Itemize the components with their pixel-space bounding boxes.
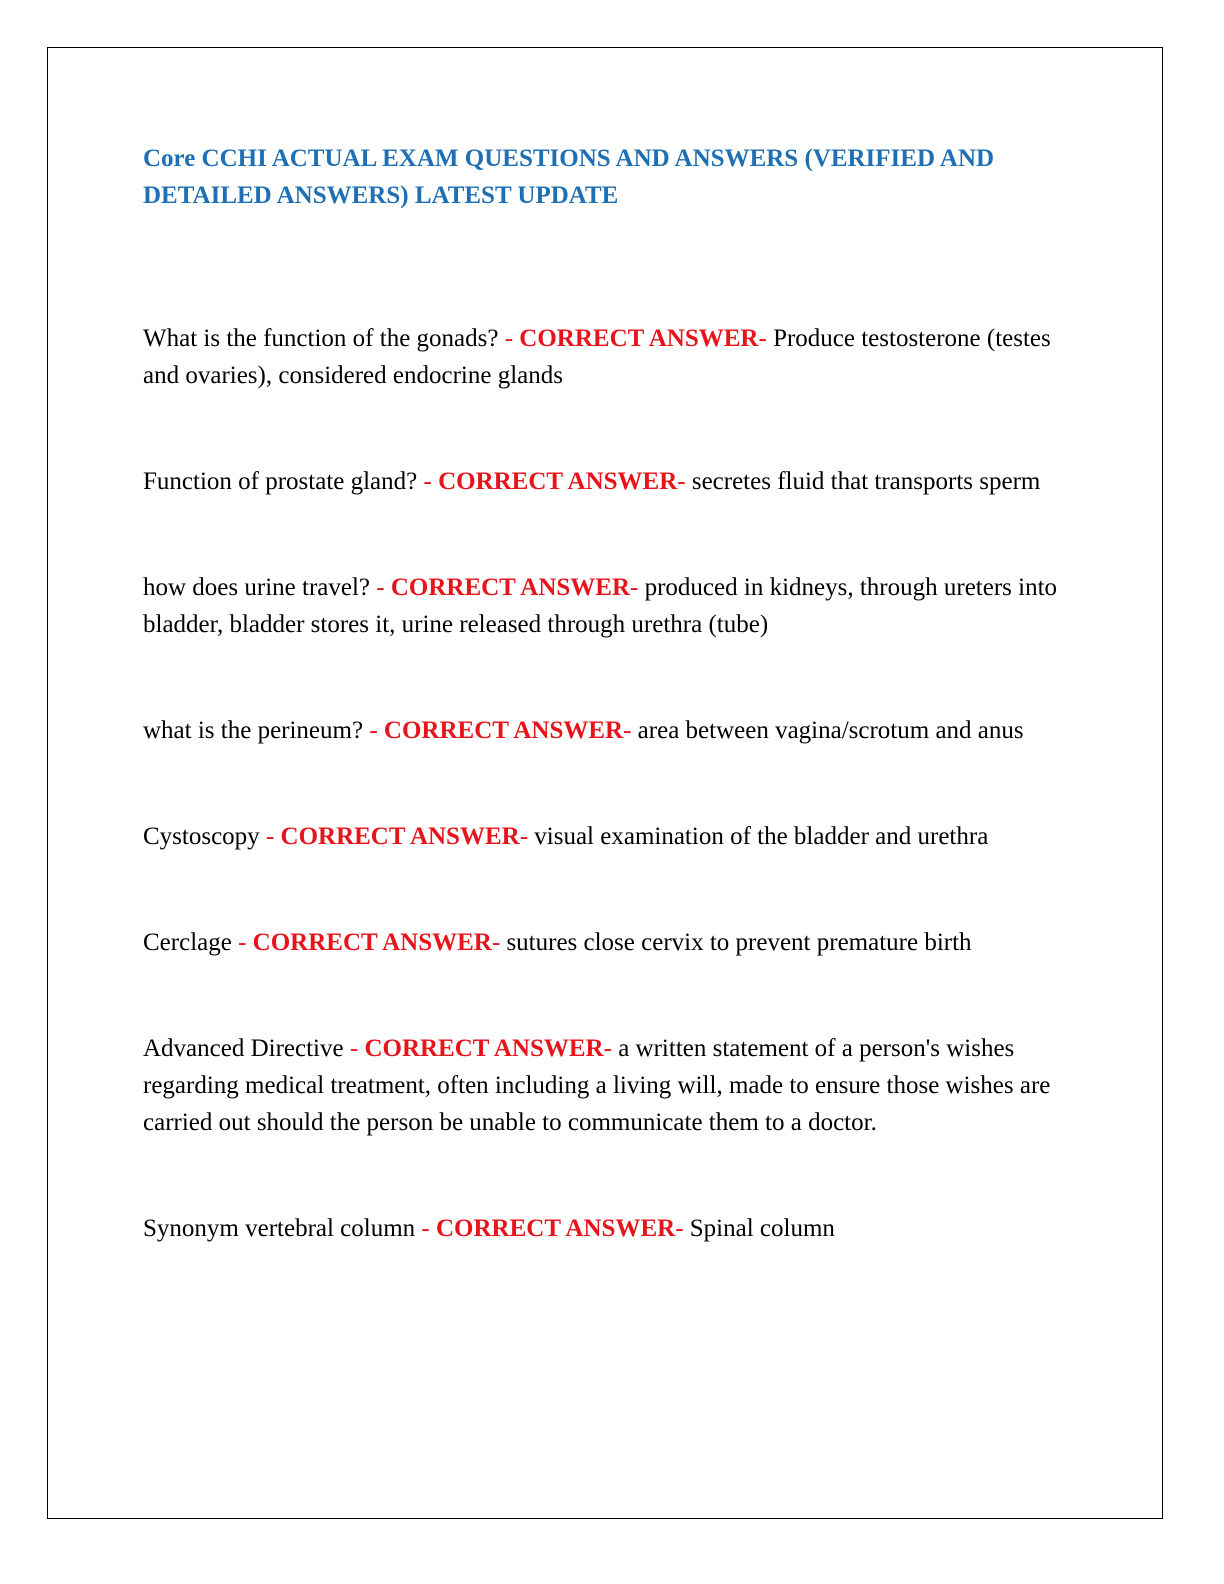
correct-answer-marker: - CORRECT ANSWER-: [423, 468, 692, 495]
qa-item: Synonym vertebral column - CORRECT ANSWE…: [143, 1210, 1073, 1247]
page-border: [47, 47, 1163, 1519]
correct-answer-marker: - CORRECT ANSWER-: [421, 1215, 690, 1242]
qa-list: What is the function of the gonads? - CO…: [143, 320, 1073, 1247]
qa-item: how does urine travel? - CORRECT ANSWER-…: [143, 569, 1073, 643]
correct-answer-marker: - CORRECT ANSWER-: [369, 717, 638, 744]
correct-answer-marker: - CORRECT ANSWER-: [265, 823, 535, 850]
question-text: What is the function of the gonads?: [143, 325, 505, 352]
correct-answer-marker: - CORRECT ANSWER-: [238, 929, 507, 956]
answer-text: secretes fluid that transports sperm: [691, 468, 1041, 495]
question-text: what is the perineum?: [143, 717, 370, 744]
question-text: Advanced Directive: [143, 1035, 350, 1062]
answer-text: Produce testosterone (testes and ovaries…: [143, 325, 1051, 389]
question-text: Cystoscopy: [143, 823, 266, 850]
qa-item: what is the perineum? - CORRECT ANSWER- …: [143, 712, 1073, 749]
correct-answer-marker: - CORRECT ANSWER-: [376, 574, 645, 601]
question-text: Cerclage: [143, 929, 239, 956]
question-text: how does urine travel?: [143, 574, 377, 601]
answer-text: produced in kidneys, through ureters int…: [143, 574, 1058, 638]
answer-text: visual examination of the bladder and ur…: [534, 823, 989, 850]
answer-text: a written statement of a person's wishes…: [143, 1035, 1051, 1136]
qa-item: Function of prostate gland? - CORRECT AN…: [143, 463, 1073, 500]
question-text: Function of prostate gland?: [143, 468, 424, 495]
answer-text: Spinal column: [689, 1215, 835, 1242]
qa-item: What is the function of the gonads? - CO…: [143, 320, 1073, 394]
answer-text: sutures close cervix to prevent prematur…: [506, 929, 972, 956]
correct-answer-marker: - CORRECT ANSWER-: [504, 325, 774, 352]
correct-answer-marker: - CORRECT ANSWER-: [349, 1035, 619, 1062]
document-body: Core CCHI ACTUAL EXAM QUESTIONS AND ANSW…: [143, 140, 1073, 1247]
answer-text: area between vagina/scrotum and anus: [637, 717, 1024, 744]
qa-item: Advanced Directive - CORRECT ANSWER- a w…: [143, 1030, 1073, 1141]
document-title: Core CCHI ACTUAL EXAM QUESTIONS AND ANSW…: [143, 145, 995, 209]
qa-item: Cerclage - CORRECT ANSWER- sutures close…: [143, 924, 1073, 961]
qa-item: Cystoscopy - CORRECT ANSWER- visual exam…: [143, 818, 1073, 855]
question-text: Synonym vertebral column: [143, 1215, 422, 1242]
